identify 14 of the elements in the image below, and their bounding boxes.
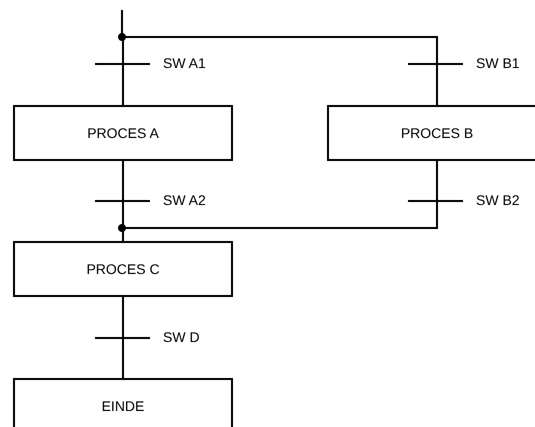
transition-label: SW B1 [476,55,520,71]
connector-line [122,297,124,378]
step-label: PROCES A [87,125,159,143]
transition-label: SW A2 [163,192,206,208]
transition-label: SW A1 [163,55,206,71]
step-box [327,105,535,161]
step-label: PROCES B [400,125,474,143]
step-box [13,105,233,161]
step-box [13,378,233,427]
transition-label: SW B2 [476,192,520,208]
step-box [13,241,233,297]
step-label: EINDE [102,398,144,416]
step-label: PROCES C [86,261,160,279]
transition-label: SW D [163,329,200,345]
